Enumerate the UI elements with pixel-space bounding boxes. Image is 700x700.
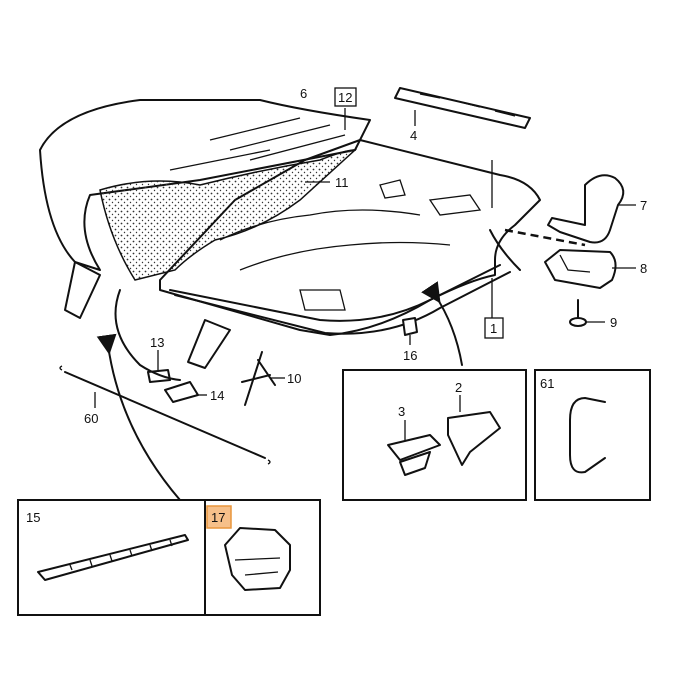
part-60-wire <box>64 371 266 459</box>
dashed-connector <box>504 228 586 247</box>
foam-padding <box>99 149 357 281</box>
label-part-3: 3 <box>398 404 405 419</box>
part-7-cover <box>547 174 625 244</box>
label-part-61: 61 <box>540 376 554 391</box>
part-labels: 6 12 4 11 7 8 9 1 16 13 14 10 60 2 3 61 … <box>26 86 647 525</box>
label-part-6: 6 <box>300 86 307 101</box>
label-part-60: 60 <box>84 411 98 426</box>
part-14-clip <box>164 381 199 403</box>
wire-loop <box>114 289 181 381</box>
label-part-10: 10 <box>287 371 301 386</box>
part-17-highlight <box>206 505 232 529</box>
part-8-bracket <box>544 249 617 289</box>
arrow-to-15 <box>96 333 181 501</box>
part-9-screw <box>569 299 587 327</box>
seat-legs <box>64 261 231 369</box>
part-10-hook <box>241 351 276 406</box>
label-part-17: 17 <box>211 510 225 525</box>
leader-lines <box>94 108 636 408</box>
seat-cushion <box>39 99 371 281</box>
inset-box-17 <box>204 499 321 616</box>
inset-box-2-3 <box>342 369 527 501</box>
label-part-7: 7 <box>640 198 647 213</box>
label-part-14: 14 <box>210 388 224 403</box>
label-part-11: 11 <box>335 175 349 190</box>
label-part-9: 9 <box>610 315 617 330</box>
label-part-2: 2 <box>455 380 462 395</box>
part-16-clip <box>402 317 418 336</box>
label-part-4: 4 <box>410 128 417 143</box>
label-part-12: 12 <box>338 90 352 105</box>
arrow-to-inset <box>421 281 463 366</box>
inset-box-15 <box>17 499 206 616</box>
label-part-16: 16 <box>403 348 417 363</box>
label-part-8: 8 <box>640 261 647 276</box>
inset-box-61 <box>534 369 651 501</box>
label-part-15: 15 <box>26 510 40 525</box>
label-part-1: 1 <box>490 321 497 336</box>
label-part-13: 13 <box>150 335 164 350</box>
seat-rail <box>394 87 531 129</box>
